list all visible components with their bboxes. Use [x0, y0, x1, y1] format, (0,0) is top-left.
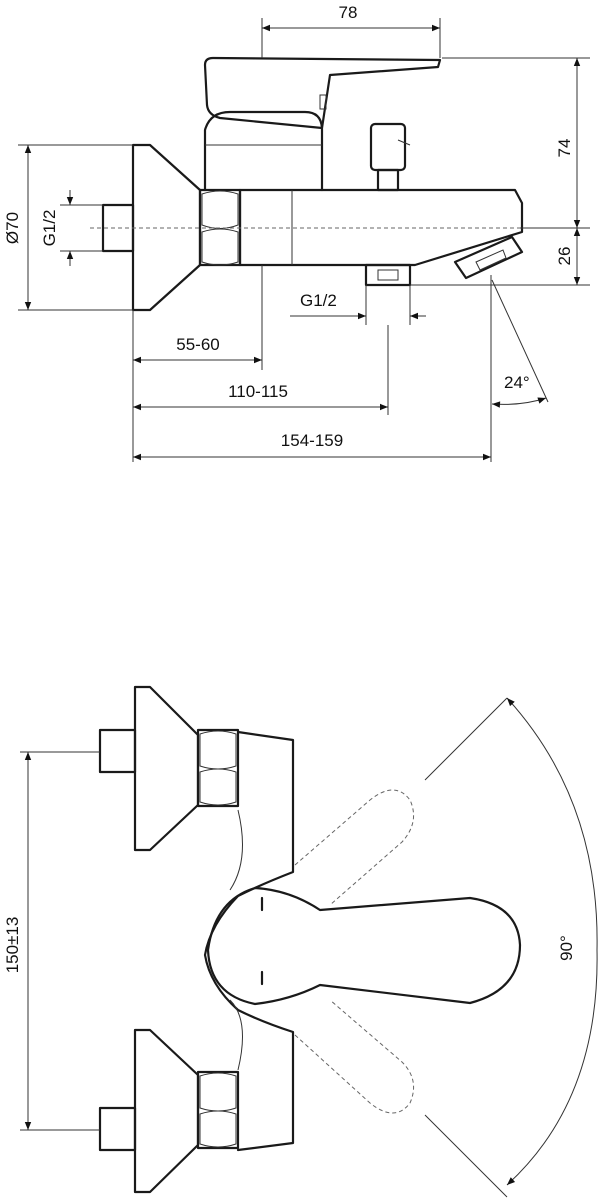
mixer-body — [238, 188, 524, 267]
side-view: 78 74 26 Ø70 G1/2 G1/2 55-60 1 — [3, 3, 590, 462]
outlet-connector — [364, 263, 412, 287]
upper-inlet-stub — [98, 728, 137, 774]
cartridge-housing — [203, 110, 324, 192]
lower-hex-nut — [196, 1070, 240, 1150]
dim-depth-spout: 154-159 — [281, 431, 343, 450]
lever-position-up — [294, 789, 415, 906]
dim-height-spout: 26 — [555, 247, 574, 266]
upper-rosette — [133, 685, 200, 852]
dim-height-handle: 74 — [555, 139, 574, 158]
dim-lever-rotation: 90° — [557, 935, 576, 961]
lower-inlet-stub — [98, 1106, 137, 1152]
lower-rosette — [133, 1028, 200, 1194]
dim-thread-outlet: G1/2 — [300, 291, 337, 310]
lever — [203, 56, 442, 130]
lever-position-down — [294, 999, 415, 1114]
front-body — [203, 730, 295, 1152]
dim-depth-outlet: 110-115 — [228, 382, 288, 401]
upper-hex-nut — [196, 728, 240, 808]
hex-nut — [198, 188, 242, 267]
dim-thread-inlet: G1/2 — [40, 210, 59, 247]
dim-spout-angle: 24° — [504, 373, 530, 392]
dim-top-width: 78 — [339, 3, 358, 22]
aerator — [453, 235, 524, 280]
dim-diameter: Ø70 — [3, 212, 22, 244]
front-view: 90° 150±13 — [3, 685, 598, 1198]
diverter-knob — [369, 122, 411, 192]
dim-centre-distance: 150±13 — [3, 917, 22, 974]
dim-depth-wall-body: 55-60 — [176, 335, 219, 354]
front-lever — [206, 886, 522, 1006]
